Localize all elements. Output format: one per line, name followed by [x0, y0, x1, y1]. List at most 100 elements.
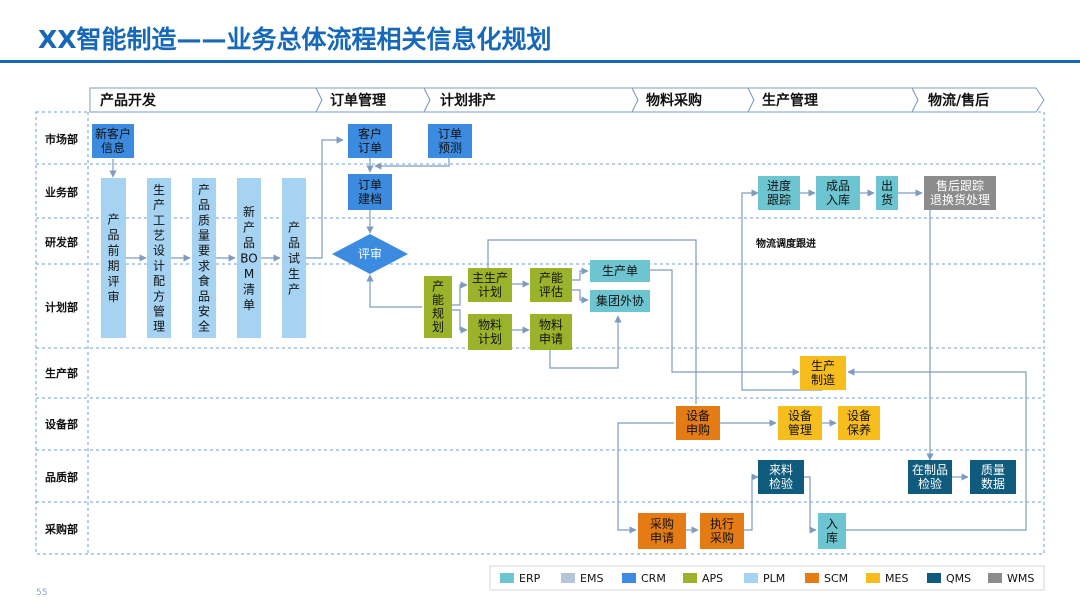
legend-swatch: [988, 573, 1002, 583]
box-label: 信息: [101, 140, 125, 155]
box-label: 方: [153, 288, 165, 303]
box-label: 产: [288, 220, 300, 234]
legend-swatch: [927, 573, 941, 583]
flow-arrow: [744, 473, 759, 531]
box-label: 采购: [650, 516, 674, 531]
box-shape: [676, 406, 720, 440]
box-label: 计划: [478, 285, 502, 299]
box-label: 检验: [769, 476, 793, 491]
box-label: 货: [881, 192, 893, 207]
box-shape: [530, 314, 572, 350]
legend-label: EMS: [580, 572, 603, 585]
box-label: 库: [826, 530, 838, 545]
department-labels: 市场部 业务部 研发部 计划部 生产部 设备部 品质部 采购部: [44, 132, 78, 536]
box-label: 质: [198, 213, 210, 227]
box-label: 量: [198, 228, 210, 242]
flow-arrow: [366, 274, 422, 308]
box-label: 质量: [981, 463, 1005, 477]
production-order-box: 生产单: [590, 260, 650, 282]
box-shape: [924, 176, 996, 210]
box-label: 生产单: [602, 264, 638, 278]
phase-order-mgmt: 订单管理: [330, 92, 386, 109]
box-label: 物料: [539, 318, 563, 332]
box-label: 预测: [438, 141, 462, 155]
box-label: 产: [107, 213, 119, 227]
box-shape: [970, 460, 1016, 494]
box-label: 入: [826, 517, 838, 531]
box-label: 前: [107, 243, 119, 258]
box-label: 检验: [918, 476, 942, 491]
box-shape: [758, 176, 800, 210]
box-label: 产: [153, 198, 165, 212]
box-label: 审: [107, 289, 119, 304]
box-shape: [758, 460, 804, 494]
box-label: 执行: [710, 517, 734, 531]
box-shape: [348, 174, 392, 210]
box-shape: [237, 178, 261, 338]
phase-production: 生产管理: [762, 92, 818, 109]
flow-arrow: [452, 281, 468, 306]
box-shape: [530, 268, 572, 302]
legend-swatch: [805, 573, 819, 583]
box-label: 品: [198, 198, 210, 212]
box-shape: [876, 176, 898, 210]
legend-swatch: [622, 573, 636, 583]
box-label: 产: [432, 280, 444, 294]
dept-business: 业务部: [45, 185, 78, 199]
legend-label: APS: [702, 572, 723, 585]
legend-label: MES: [885, 572, 908, 585]
box-label: 生产: [811, 359, 835, 373]
dept-planning: 计划部: [45, 300, 78, 314]
box-label: 设: [153, 244, 165, 258]
legend-label: WMS: [1007, 572, 1034, 585]
box-label: 订单: [438, 127, 462, 141]
flow-arrow: [617, 422, 674, 534]
box-label: 设备: [847, 409, 871, 423]
box-shape: [101, 178, 126, 338]
warehousing-box: 入库: [818, 513, 846, 549]
box-label: 订单: [358, 141, 382, 155]
box-shape: [590, 260, 650, 282]
box-label: 试: [288, 250, 300, 265]
legend-swatch: [866, 573, 880, 583]
box-label: 全: [198, 319, 210, 334]
box-label: 单: [243, 298, 255, 312]
box-label: 新客户: [95, 126, 131, 141]
box-shape: [92, 124, 134, 158]
box-label: 能: [432, 293, 444, 307]
box-label: 保养: [847, 422, 871, 437]
flow-arrow: [487, 239, 697, 404]
legend-label: ERP: [519, 572, 541, 585]
box-label: 成品: [826, 179, 850, 193]
box-label: 物料: [478, 318, 502, 332]
box-label: 品: [198, 289, 210, 303]
phase-planning: 计划排产: [440, 92, 496, 109]
box-label: 新: [243, 204, 255, 219]
box-label: 理: [153, 320, 165, 334]
box-label: 申购: [686, 422, 710, 437]
box-label: 产能: [539, 271, 563, 285]
flow-arrow: [846, 368, 1027, 531]
box-label: 生: [288, 267, 300, 281]
box-label: 订单: [358, 178, 382, 192]
review-box: 评审: [332, 234, 408, 274]
box-label: 集团外协: [596, 293, 644, 308]
box-label: 评审: [358, 246, 382, 261]
lane-border: [35, 111, 1045, 555]
box-label: 主生产: [472, 271, 508, 285]
